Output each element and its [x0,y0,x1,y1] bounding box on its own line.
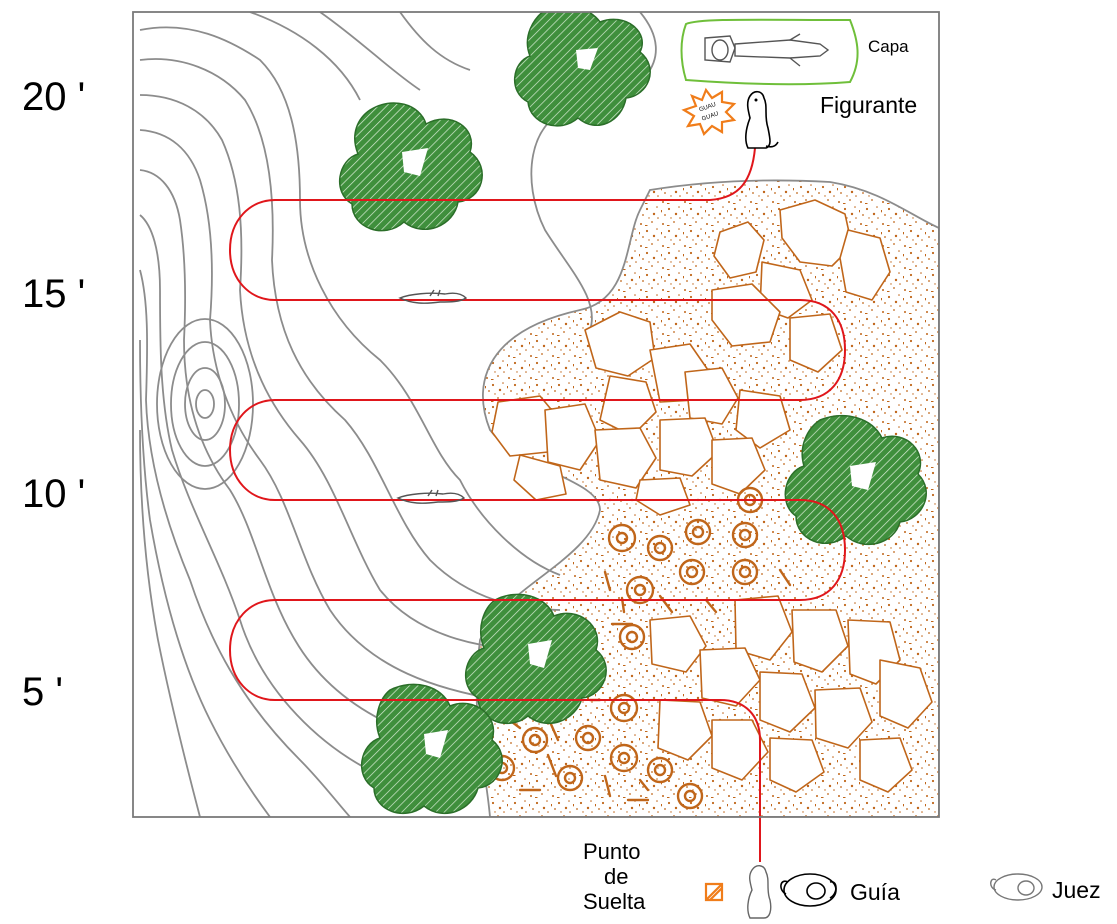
tree [338,102,483,232]
log-debris [488,486,792,810]
decoy-label: Figurante [820,92,917,118]
time-marker-15: 15 ' [22,272,85,316]
judge-label: Juez [1052,877,1101,903]
decoy-figure-icon [704,33,830,67]
tree [464,593,607,725]
trees [338,12,927,815]
handler-label: Guía [850,879,900,905]
bark-text-top: GUAU [699,102,717,114]
cape-outline [680,18,859,86]
alerting-dog-icon [745,90,779,149]
bark-burst-icon: GUAU GUAU [681,87,737,136]
time-marker-5: 5 ' [22,670,63,714]
judge-icon [990,873,1043,901]
field-border [132,11,940,818]
time-marker-20: 20 ' [22,75,85,119]
release-point-label-line2: de [604,864,628,889]
bark-text-bottom: GUAU [701,111,719,123]
field-content [139,12,939,817]
rock-cluster [491,199,933,793]
release-point-icon [704,882,724,902]
dog-icon [396,489,466,504]
handler-icon [780,873,837,907]
search-track [228,147,847,817]
cape-label: Capa [868,37,909,56]
release-point-label-line3: Suelta [583,889,646,914]
terrain-contours [139,12,657,817]
tree [513,12,651,127]
tree [360,683,503,815]
time-marker-10: 10 ' [22,472,85,516]
start-dog-icon [747,865,772,919]
dog-icon [398,289,468,304]
release-point-label-line1: Punto [583,839,641,864]
tree [784,415,927,546]
